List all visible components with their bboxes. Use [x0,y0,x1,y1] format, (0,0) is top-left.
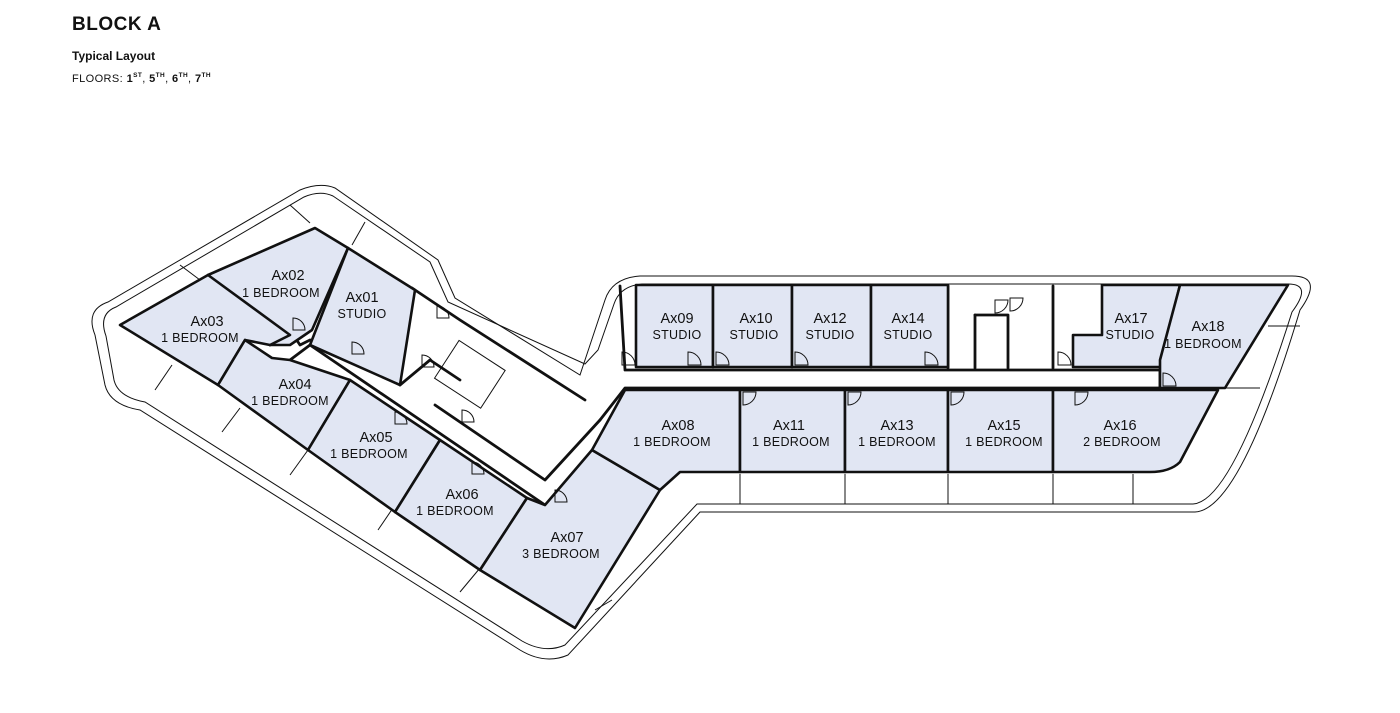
floors-line: FLOORS: 1ST, 5TH, 6TH, 7TH [72,72,211,85]
unit-id: Ax08 [661,418,694,434]
door-icon [950,391,965,406]
door-icon [1009,297,1024,312]
door-icon [994,299,1009,314]
unit-id: Ax01 [345,290,378,306]
door-icon [1057,351,1072,366]
door-icon [1074,391,1089,406]
unit-type: 1 BEDROOM [161,331,239,345]
unit-type: 1 BEDROOM [858,435,936,449]
floor-7: 7TH [194,72,211,85]
unit-id: Ax14 [891,311,924,327]
unit-Ax15[interactable]: Ax15 1 BEDROOM [946,388,1055,474]
door-icon [924,351,939,366]
unit-type: 1 BEDROOM [251,394,329,408]
door-icon [847,391,862,406]
unit-id: Ax13 [880,418,913,434]
corridor-walls [268,284,1162,507]
door-icon [687,351,702,366]
unit-type: 1 BEDROOM [242,286,320,300]
unit-Ax01[interactable]: Ax01 STUDIO [308,246,417,387]
unit-type: STUDIO [805,328,854,342]
door-icon [554,489,568,503]
floor-6: 6TH [172,72,189,85]
door-icon [621,351,636,366]
unit-Ax12[interactable]: Ax12 STUDIO [790,283,873,369]
unit-Ax06[interactable]: Ax06 1 BEDROOM [393,438,529,572]
door-icon [715,351,730,366]
unit-type: 1 BEDROOM [752,435,830,449]
floor-5: 5TH [149,72,166,85]
unit-id: Ax02 [271,268,304,284]
door-icon [436,305,450,319]
unit-Ax14[interactable]: Ax14 STUDIO [869,283,950,369]
unit-type: 1 BEDROOM [633,435,711,449]
unit-id: Ax07 [550,530,583,546]
unit-Ax11[interactable]: Ax11 1 BEDROOM [738,388,847,474]
unit-Ax16[interactable]: Ax16 2 BEDROOM [1051,388,1220,474]
floors-label: FLOORS: [72,73,124,85]
door-icon [471,461,485,475]
unit-type: 1 BEDROOM [330,447,408,461]
unit-type: 1 BEDROOM [965,435,1043,449]
unit-id: Ax18 [1191,319,1224,335]
unit-type: 1 BEDROOM [416,504,494,518]
floor-1: 1ST [126,72,143,85]
door-icon [351,341,365,355]
unit-Ax18[interactable]: Ax18 1 BEDROOM [1158,283,1290,390]
unit-id: Ax16 [1103,418,1136,434]
door-icon [794,351,809,366]
unit-type: STUDIO [652,328,701,342]
unit-id: Ax05 [359,430,392,446]
unit-Ax10[interactable]: Ax10 STUDIO [711,283,794,369]
unit-id: Ax10 [739,311,772,327]
unit-type: STUDIO [1105,328,1154,342]
door-icon [461,409,475,423]
building-shell: Ax02 1 BEDROOM Ax01 STUDIO Ax03 1 BEDROO… [91,184,1311,660]
unit-id: Ax17 [1114,311,1147,327]
door-icon [292,317,306,331]
unit-Ax02[interactable]: Ax02 1 BEDROOM [206,226,350,347]
unit-id: Ax15 [987,418,1020,434]
door-icon [1162,372,1177,387]
unit-id: Ax03 [190,314,223,330]
unit-Ax09[interactable]: Ax09 STUDIO [634,283,715,369]
door-icon [421,354,435,368]
block-title: BLOCK A [72,14,162,35]
unit-id: Ax04 [278,377,311,393]
unit-type: STUDIO [883,328,932,342]
unit-Ax04[interactable]: Ax04 1 BEDROOM [216,338,352,452]
unit-type: STUDIO [337,307,386,321]
door-icon [394,411,408,425]
unit-id: Ax09 [660,311,693,327]
unit-type: 3 BEDROOM [522,547,600,561]
unit-Ax07[interactable]: Ax07 3 BEDROOM [478,448,662,630]
unit-Ax13[interactable]: Ax13 1 BEDROOM [843,388,950,474]
unit-type: STUDIO [729,328,778,342]
unit-id: Ax12 [813,311,846,327]
unit-id: Ax06 [445,487,478,503]
balcony-dividers [154,204,1300,611]
door-icon [742,391,757,406]
door-swings [292,297,1177,503]
unit-type: 2 BEDROOM [1083,435,1161,449]
plan-header: BLOCK A Typical Layout FLOORS: 1ST, 5TH,… [72,14,211,85]
layout-subtitle: Typical Layout [72,49,156,63]
unit-type: 1 BEDROOM [1164,337,1242,351]
unit-id: Ax11 [773,418,805,434]
